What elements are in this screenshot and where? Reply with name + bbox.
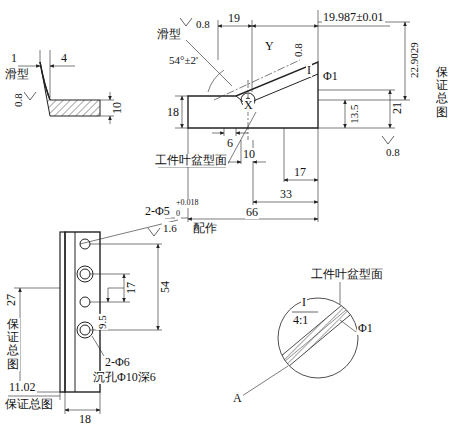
dimension-label: 4:1 (292, 314, 309, 327)
dimension-label: 0.8 (292, 42, 304, 58)
dimension-label: 0.8 (385, 146, 401, 158)
dimension-label: A (232, 392, 243, 405)
dimension-label: I (301, 296, 307, 309)
dimension-label: 10 (242, 148, 256, 161)
dimension-label: 33 (279, 188, 293, 201)
dimension-label: 配作 (192, 222, 218, 235)
dimension-label: 工件叶盆型面 (310, 268, 384, 281)
dimension-label: 19.987±0.01 (322, 11, 385, 24)
dimension-label: 0.8 (12, 92, 24, 108)
dimension-label: 54 (159, 280, 172, 294)
dimension-label: 11.02 (8, 381, 37, 394)
dimension-label: 4 (60, 52, 68, 65)
dimension-label: 0 (175, 210, 181, 219)
vertical-note: 保证总图 (435, 66, 449, 119)
dimension-label: 18 (78, 413, 92, 426)
dimension-label: 沉孔Φ10深6 (92, 371, 157, 384)
dimension-label: 9.5 (96, 314, 108, 330)
dimension-label: 2-Φ6 (104, 356, 131, 369)
vertical-note: 保证总图 (6, 318, 20, 371)
dimension-label: +0.018 (175, 199, 200, 208)
dimension-label: Φ1 (357, 322, 374, 335)
dimension-label: Y (264, 40, 275, 53)
dimension-label: I (306, 64, 312, 77)
dimension-label: 滑型 (4, 68, 30, 81)
dimension-label: 2-Φ5 (144, 205, 171, 218)
dimension-label: 13.5 (348, 103, 360, 124)
dimension-label: 滑型 (156, 28, 182, 41)
dimension-label: 工件叶盆型面 (154, 154, 228, 167)
dimension-label: 1.6 (162, 222, 178, 234)
dimension-label: 22.9029 (408, 41, 420, 79)
dimension-label: 0.8 (195, 18, 211, 30)
dimension-label: 27 (5, 293, 18, 307)
dimension-label: 66 (245, 206, 259, 219)
dimension-label: 54°±2' (168, 54, 199, 66)
dimension-label: 6 (226, 137, 234, 150)
dimension-label: 21 (391, 101, 404, 115)
dimension-label: 17 (125, 281, 138, 295)
dimension-label: 17 (293, 166, 307, 179)
dimension-label: 10 (111, 101, 124, 115)
dimension-label: 保证总图 (4, 398, 54, 411)
dimension-label: 18 (166, 106, 180, 119)
dimension-label: 1 (10, 52, 18, 65)
dimension-label: X (243, 99, 254, 112)
dimension-label: Φ1 (322, 70, 339, 83)
dimension-label: 19 (227, 12, 241, 25)
